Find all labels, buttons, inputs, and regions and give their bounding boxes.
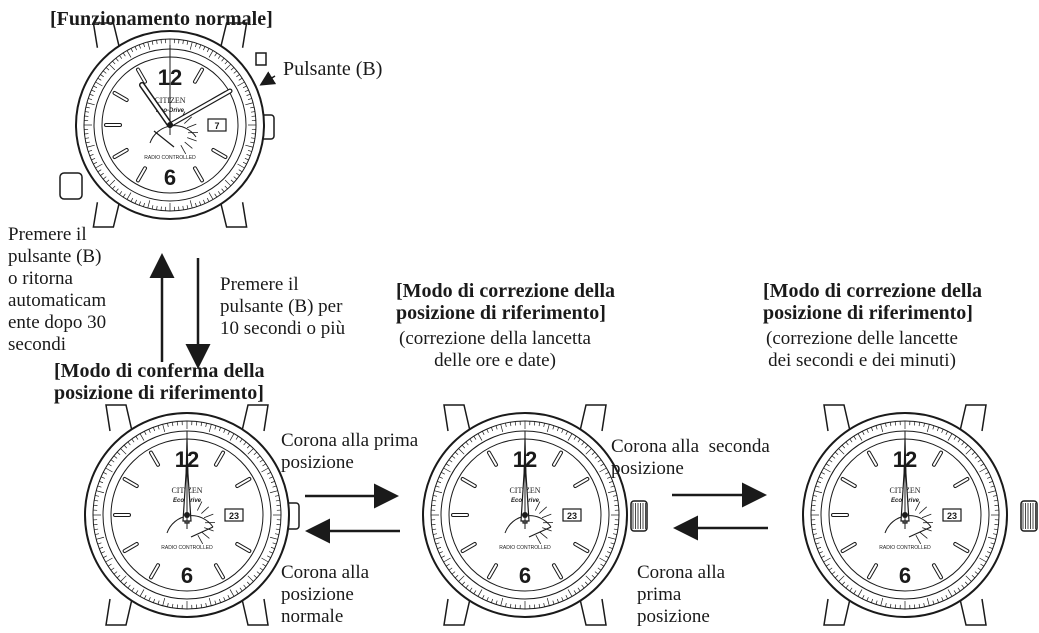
lug	[444, 405, 470, 431]
correction-2-subtitle: (correzione delle lancette dei secondi e…	[766, 328, 958, 372]
crown-back-first-position-label: Corona alla prima posizione	[637, 562, 725, 628]
center-pin	[522, 512, 528, 518]
date-value: 23	[947, 511, 957, 521]
lug	[242, 405, 268, 431]
date-value: 23	[229, 511, 239, 521]
lug	[106, 599, 132, 625]
center-pin	[184, 512, 190, 518]
normal-operation-title: [Funzionamento normale]	[50, 8, 273, 30]
lug	[960, 405, 986, 431]
crown-normal-position-label: Corona alla posizione normale	[281, 562, 369, 628]
date-value: 23	[567, 511, 577, 521]
lug	[960, 599, 986, 625]
crown-pulled-1	[631, 501, 647, 531]
lug	[242, 599, 268, 625]
confirm-mode-title: [Modo di conferma della posizione di rif…	[54, 360, 265, 404]
lug	[221, 202, 247, 227]
numeral-6: 6	[519, 563, 531, 588]
pulsante-b-label: Pulsante (B)	[283, 58, 382, 80]
correction-2-title: [Modo di correzione della posizione di r…	[763, 280, 982, 324]
crown-second-position-label: Corona alla seconda posizione	[611, 436, 770, 480]
radio-controlled-text: RADIO CONTROLLED	[879, 545, 931, 551]
correction-1-title: [Modo di correzione della posizione di r…	[396, 280, 615, 324]
radio-controlled-text: RADIO CONTROLLED	[499, 545, 551, 551]
press-10s-note: Premere il pulsante (B) per 10 secondi o…	[220, 274, 345, 340]
crown-pulled-2	[1021, 501, 1037, 531]
lug	[824, 599, 850, 625]
lug	[824, 405, 850, 431]
numeral-6: 6	[899, 563, 911, 588]
center-pin	[167, 122, 173, 128]
lug	[580, 599, 606, 625]
side-button-a	[60, 173, 82, 199]
lug	[580, 405, 606, 431]
center-pin	[902, 512, 908, 518]
date-value: 7	[214, 121, 219, 131]
correction-1-subtitle: (correzione della lancetta delle ore e d…	[399, 328, 591, 372]
crown-first-position-label: Corona alla prima posizione	[281, 430, 418, 474]
button-b	[256, 53, 266, 65]
lug	[444, 599, 470, 625]
lug	[106, 405, 132, 431]
radio-controlled-text: RADIO CONTROLLED	[161, 545, 213, 551]
radio-controlled-text: RADIO CONTROLLED	[144, 155, 196, 161]
numeral-6: 6	[181, 563, 193, 588]
numeral-6: 6	[164, 165, 176, 190]
left-note: Premere il pulsante (B) o ritorna automa…	[8, 224, 106, 356]
